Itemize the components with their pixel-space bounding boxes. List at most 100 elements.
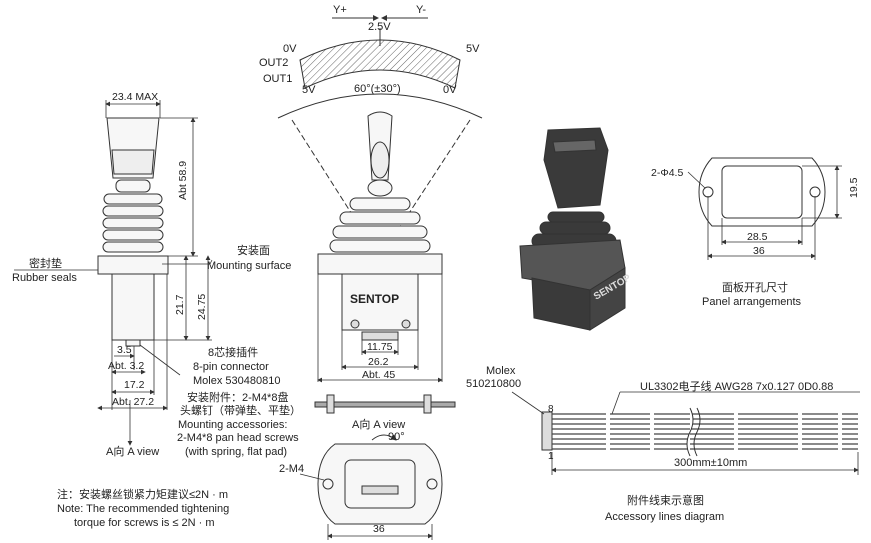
bottom-hole-left <box>322 478 334 490</box>
dim-36-bottom: 36 <box>373 523 385 535</box>
pin-1-label: 1 <box>548 451 554 462</box>
view-a-label-bottom: A向 A view <box>352 417 405 431</box>
seal-label-cn: 密封垫 <box>29 256 62 270</box>
side-neck <box>115 179 151 193</box>
dim-28-5: 28.5 <box>747 231 768 243</box>
dim-height: Abt 58.9 <box>177 161 189 200</box>
cable-harness <box>541 407 858 457</box>
accessory-label-en-3: (with spring, flat pad) <box>185 446 287 458</box>
screw-left <box>326 394 335 414</box>
dim-27-2: Abt. 27.2 <box>112 396 154 408</box>
front-flange <box>317 253 443 275</box>
cable-length-label: 300mm±10mm <box>674 457 747 469</box>
panel-holes-label: 2-Φ4.5 <box>651 167 683 179</box>
sixty-degree-arc <box>277 93 483 119</box>
molex-label: Molex <box>486 365 516 377</box>
side-flange <box>97 255 169 275</box>
panel-cutout <box>698 157 826 227</box>
mount-label-cn: 安装面 <box>237 243 270 257</box>
y-minus-label: Y- <box>416 4 426 16</box>
dim-3-2: Abt. 3.2 <box>108 360 144 372</box>
panel-label-cn: 面板开孔尺寸 <box>722 280 788 294</box>
note-en-1: Note: The recommended tightening <box>57 503 229 515</box>
molex-connector <box>541 411 553 451</box>
front-boot-ring-4 <box>329 239 431 253</box>
side-view-dimensions <box>14 100 213 446</box>
panel-center-cutout <box>721 165 803 219</box>
rotate-90-label: 90° <box>388 431 405 443</box>
rotate-arrow <box>371 434 397 441</box>
side-view <box>97 117 169 347</box>
y-plus-label: Y+ <box>333 4 347 16</box>
wire-spec-label: UL3302电子线 AWG28 7x0.127 0D0.88 <box>640 379 833 393</box>
cable-dimensions <box>511 391 860 475</box>
dim-19-5: 19.5 <box>848 177 860 198</box>
m4-label: 2-M4 <box>279 463 304 475</box>
dim-26-2: 26.2 <box>368 356 389 368</box>
bottom-body <box>344 459 416 509</box>
center-voltage-label: 2.5V <box>368 21 391 33</box>
right-0v-label: 0V <box>443 84 457 96</box>
side-boot-ring-4 <box>102 229 164 241</box>
accessory-label-en-1: Mounting accessories: <box>178 419 287 431</box>
pin-8-label: 8 <box>548 404 554 415</box>
bottom-connector <box>361 485 399 495</box>
dim-top-width: 23.4 MAX <box>112 91 158 103</box>
accessory-label-en-2: 2-M4*8 pan head screws <box>177 432 299 444</box>
accessory-label-cn-2: 头螺钉（带弹垫、平垫） <box>180 403 301 417</box>
accessory-label-cn-1: 安装附件：2-M4*8盘 <box>187 390 288 404</box>
bottom-view <box>317 443 443 525</box>
left-0v-label: 0V <box>283 43 297 55</box>
accessory-lines-cn: 附件线束示意图 <box>627 493 704 507</box>
side-connector-stub <box>125 339 141 347</box>
side-body <box>111 273 155 341</box>
note-cn: 注：安装螺丝锁紧力矩建议≤2N · m <box>57 487 228 501</box>
side-boot-ring-5 <box>102 241 164 253</box>
side-boot-ring-1 <box>103 193 163 205</box>
isometric-view <box>519 127 626 331</box>
angle-diagram <box>277 15 483 231</box>
panel-hole-right <box>809 186 821 198</box>
brand-label-front: SENTOP <box>350 292 399 306</box>
panel-label-en: Panel arrangements <box>702 296 802 308</box>
dim-24-75: 24.75 <box>196 294 208 320</box>
dim-36-panel: 36 <box>753 245 765 257</box>
side-boot-ring-2 <box>102 205 164 217</box>
view-a-label-left: A向 A view <box>106 444 159 458</box>
mount-label-en: Mounting surface <box>207 260 291 272</box>
angle-arc-hatched <box>299 39 461 89</box>
front-boot-ring-1 <box>349 197 411 211</box>
dim-21-7: 21.7 <box>174 294 186 315</box>
front-connector <box>361 331 399 341</box>
screw-right <box>423 394 432 414</box>
panel-dimensions <box>687 165 842 260</box>
left-5v-label: 5V <box>302 84 316 96</box>
panel-plate <box>314 401 456 408</box>
out2-label: OUT2 <box>259 57 288 69</box>
front-boot-ring-2 <box>339 211 421 225</box>
note-en-2: torque for screws is ≤ 2N · m <box>74 517 215 529</box>
wire-bundle <box>552 413 858 450</box>
connector-label-en: 8-pin connector <box>193 361 269 373</box>
dim-17-2: 17.2 <box>124 379 145 391</box>
accessory-lines-en: Accessory lines diagram <box>605 511 724 523</box>
dim-3-5: 3.5 <box>117 344 132 356</box>
dim-45: Abt. 45 <box>362 369 395 381</box>
front-boot-ring-3 <box>332 225 428 239</box>
front-neck <box>367 179 393 197</box>
front-view <box>317 111 443 341</box>
molex-part-number: 510210800 <box>466 378 521 390</box>
connector-label-cn: 8芯接插件 <box>208 345 258 359</box>
seal-label-en: Rubber seals <box>12 272 77 284</box>
bottom-view-dimensions <box>299 473 433 540</box>
front-view-dimensions <box>317 274 443 383</box>
right-5v-label: 5V <box>466 43 480 55</box>
iso-handle <box>543 127 609 209</box>
mount-plate-view <box>314 394 456 414</box>
panel-hole-left <box>702 186 714 198</box>
angle-range-label: 60°(±30°) <box>354 83 401 95</box>
bottom-hole-right <box>426 478 438 490</box>
iso-body-side <box>589 267 626 331</box>
dim-11-75: 11.75 <box>367 341 393 353</box>
